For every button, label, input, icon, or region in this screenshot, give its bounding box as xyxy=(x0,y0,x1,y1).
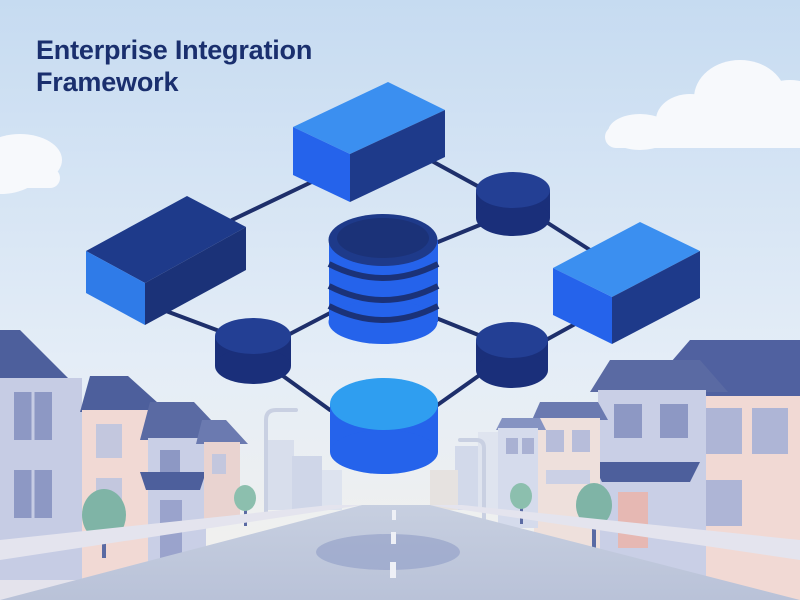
page-title: Enterprise Integration Framework xyxy=(36,34,312,98)
street-lamp-left xyxy=(264,408,298,517)
edge-lower-left-hub-center-database xyxy=(284,310,334,338)
houses-right xyxy=(496,340,800,600)
lower-right-hub-node xyxy=(476,322,548,388)
page-title-line-1: Enterprise Integration xyxy=(36,35,313,65)
trees xyxy=(82,483,612,558)
road xyxy=(0,505,800,600)
street-lamp-right xyxy=(458,438,486,522)
page-title-line-2: Framework xyxy=(36,67,179,97)
left-block-node xyxy=(86,196,246,325)
cloud-right xyxy=(605,60,800,150)
distant-buildings xyxy=(268,432,500,510)
edge-bottom-cylinder-lower-right-hub xyxy=(434,370,486,408)
edge-left-block-top-block xyxy=(230,176,322,222)
upper-right-hub-node xyxy=(476,172,550,236)
lower-left-hub-node xyxy=(215,318,291,384)
bottom-cylinder-node xyxy=(330,378,438,474)
cloud-left xyxy=(0,134,62,194)
right-block-node xyxy=(553,222,700,344)
top-block-node xyxy=(293,82,445,202)
center-database-node xyxy=(327,214,440,344)
